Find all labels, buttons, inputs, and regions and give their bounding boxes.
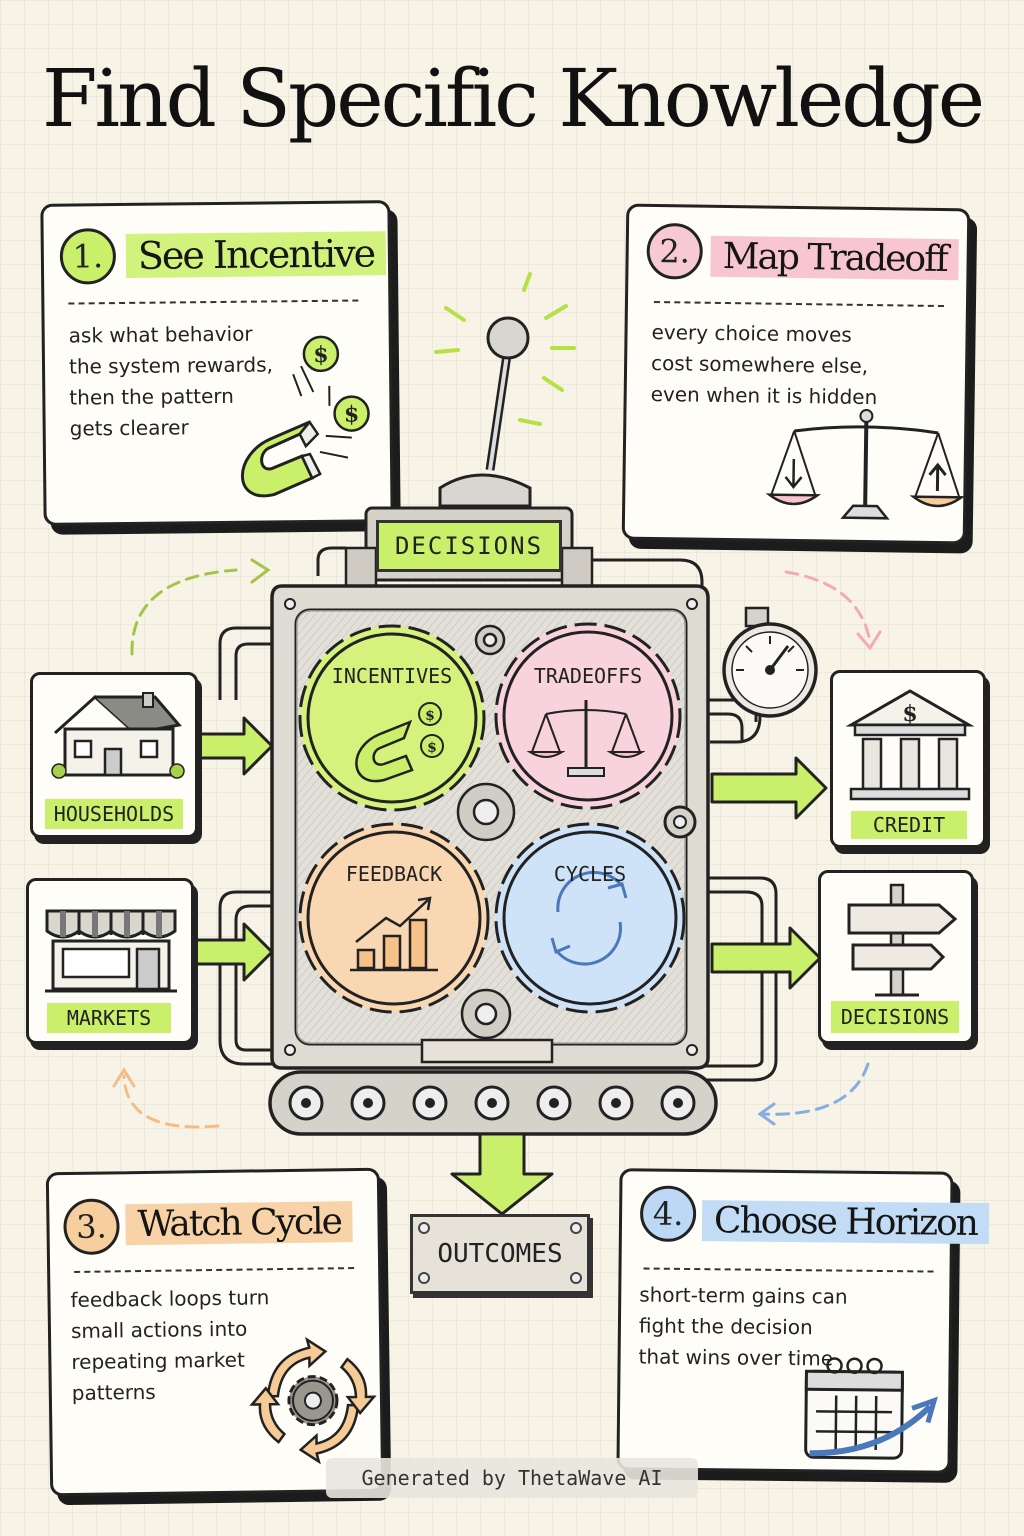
gear-label-incentives: INCENTIVES — [331, 664, 453, 688]
svg-text:$: $ — [344, 402, 360, 428]
magnet-icon: $ $ — [240, 335, 370, 498]
svg-text:$: $ — [902, 701, 917, 727]
gauge-icon — [710, 606, 818, 744]
svg-text:$: $ — [313, 342, 329, 368]
scale-icon — [526, 700, 646, 777]
footer-credit: Generated by ThetaWave AI — [326, 1458, 698, 1498]
machine-top-label: DECISIONS — [376, 520, 562, 572]
gear-label-tradeoffs: TRADEOFFS — [533, 664, 643, 688]
step-card-choose-horizon: 4. Choose Horizon short-term gains can f… — [616, 1168, 990, 1474]
conveyor-belt — [268, 1038, 718, 1136]
page-title: Find Specific Knowledge — [41, 52, 985, 145]
step-card-watch-cycle: 3. Watch Cycle feedback loops turn small… — [45, 1167, 385, 1497]
magnet-icon: $ $ — [355, 702, 444, 783]
input-households: HOUSEHOLDS — [30, 672, 198, 838]
gear-label-cycles: CYCLES — [553, 862, 627, 886]
svg-text:$: $ — [425, 708, 435, 724]
bank-icon: $ — [845, 689, 975, 801]
step-title: Choose Horizon — [701, 1200, 990, 1245]
step-number: 4. — [639, 1185, 697, 1243]
step-card-map-tradeoff: 2. Map Tradeoff every choice moves cost … — [621, 203, 971, 545]
output-label: DECISIONS — [831, 1001, 959, 1033]
calendar-icon — [804, 1357, 938, 1460]
signpost-icon — [847, 883, 958, 997]
machine-output-label: OUTCOMES — [410, 1214, 590, 1294]
house-icon — [51, 692, 185, 779]
gear-label-feedback: FEEDBACK — [345, 862, 443, 886]
output-credit: $ CREDIT — [830, 670, 986, 848]
step-number: 3. — [63, 1198, 120, 1256]
svg-text:$: $ — [427, 740, 437, 756]
scale-icon — [765, 408, 966, 520]
input-label: MARKETS — [47, 1003, 171, 1033]
cycle-arrows-icon — [550, 870, 628, 966]
input-markets: MARKETS — [26, 878, 194, 1044]
step-title: Watch Cycle — [125, 1201, 354, 1246]
output-label: CREDIT — [851, 811, 967, 839]
bar-chart-icon — [350, 896, 438, 972]
output-decisions: DECISIONS — [818, 870, 974, 1044]
input-label: HOUSEHOLDS — [45, 799, 183, 829]
step-body: feedback loops turn small actions into r… — [70, 1285, 270, 1406]
lever — [434, 272, 576, 508]
step-card-see-incentive: 1. See Incentive ask what behavior the s… — [40, 200, 394, 526]
cycle-gear-icon — [249, 1336, 377, 1465]
small-gear-icon — [456, 624, 516, 1040]
storefront-icon — [45, 909, 177, 993]
